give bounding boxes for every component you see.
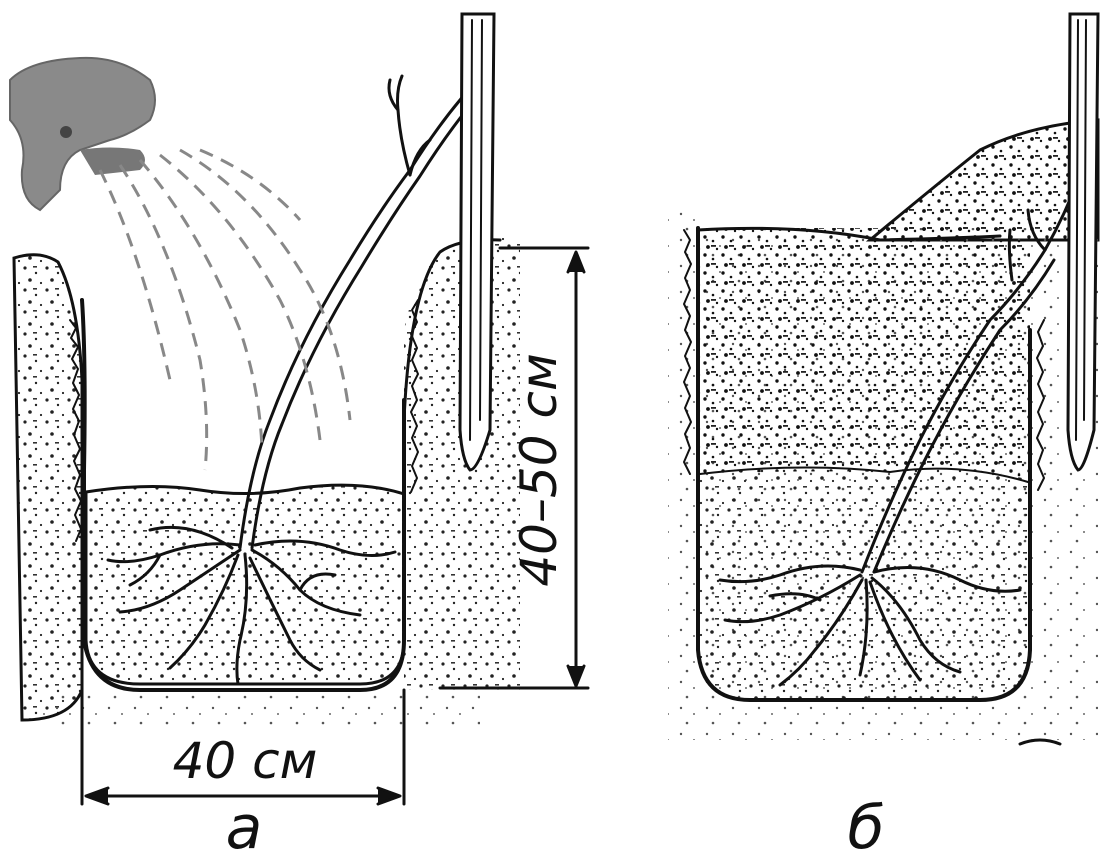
stake-b bbox=[1068, 14, 1098, 470]
pit-fill-lower-b bbox=[698, 468, 1030, 700]
panel-a: 40–50 см 40 см а bbox=[10, 14, 588, 854]
depth-label: 40–50 см bbox=[510, 353, 568, 586]
ground-left-a bbox=[14, 255, 82, 720]
panel-a-label: а bbox=[226, 793, 263, 854]
pit-fill-upper-b bbox=[698, 228, 1030, 480]
stake-a bbox=[460, 14, 494, 470]
width-label: 40 см bbox=[173, 732, 318, 790]
ground-bottom-a bbox=[40, 690, 480, 730]
mound-b bbox=[870, 120, 1098, 240]
water-stream bbox=[100, 150, 350, 470]
panel-b: б bbox=[668, 14, 1098, 854]
panel-b-label: б bbox=[847, 793, 884, 854]
